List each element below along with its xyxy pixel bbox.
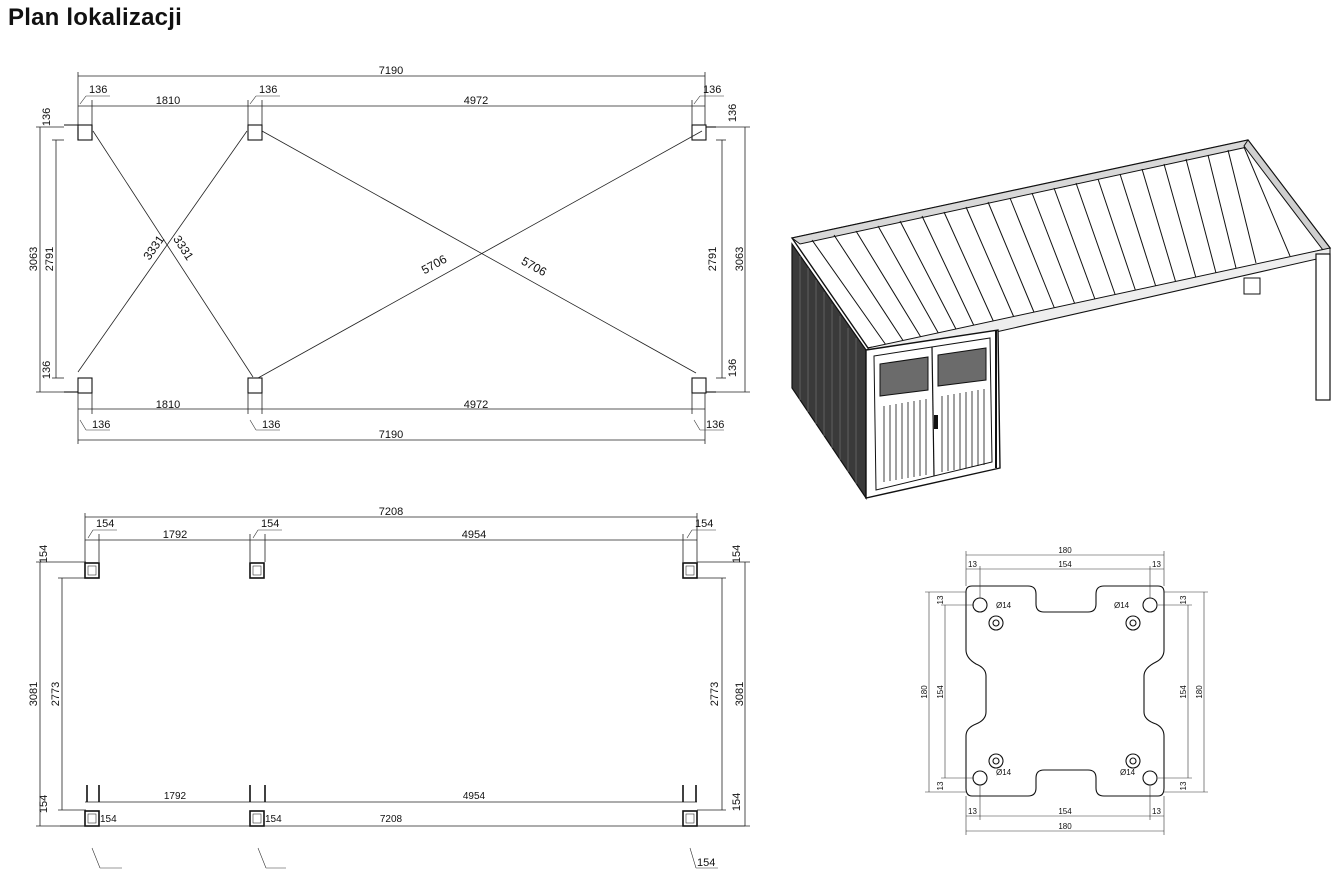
dim-label: 7190 <box>379 429 403 441</box>
dim-label: 136 <box>706 419 724 431</box>
page-title: Plan lokalizacji <box>8 4 182 31</box>
dim-label: 2791 <box>44 247 56 271</box>
dim-label: 13 <box>968 560 977 569</box>
dim-label: 154 <box>1058 560 1072 569</box>
dim-label: 154 <box>1179 685 1188 699</box>
dim-label: 3063 <box>734 247 746 271</box>
dimension-bottom-top: 1810 4972 7190 136 136 136 <box>77 393 724 444</box>
dim-label: 136 <box>259 84 277 96</box>
diag-label: 5706 <box>519 254 549 279</box>
hole-label: Ø14 <box>1114 601 1130 610</box>
dimension-depth-right-top: 3063 2791 136 136 <box>707 104 750 393</box>
dim-label: 1810 <box>156 95 180 107</box>
dim-label: 1792 <box>164 791 187 802</box>
dim-label: 13 <box>936 781 945 790</box>
dimension-depth-left-top: 3063 2791 136 136 <box>28 108 64 393</box>
top-plan: 7190 1810 4972 136 136 136 <box>28 65 750 444</box>
dim-label: 154 <box>38 795 50 813</box>
dim-label: 180 <box>1195 685 1204 699</box>
dim-label: 136 <box>41 108 53 126</box>
dim-label: 13 <box>1152 807 1161 816</box>
dimension-overall-width-top: 7190 <box>77 65 706 125</box>
dim-label: 3081 <box>734 682 746 706</box>
dim-label: 4954 <box>463 791 486 802</box>
dim-label: 136 <box>703 84 721 96</box>
dim-label: 154 <box>38 545 50 563</box>
dim-label: 4954 <box>462 529 486 541</box>
dim-label: 180 <box>1058 822 1072 831</box>
dim-label: 7208 <box>380 814 403 825</box>
dim-label: 154 <box>697 857 715 869</box>
dim-label: 180 <box>920 685 929 699</box>
diagonals-top: 3331 3331 5706 5706 <box>77 130 703 379</box>
dimension-spans-bottom: 1792 4954 154 154 154 <box>85 518 716 562</box>
dim-label: 4972 <box>464 399 488 411</box>
dim-label: 13 <box>1179 595 1188 604</box>
dim-label: 154 <box>1058 807 1072 816</box>
dim-label: 154 <box>100 814 117 825</box>
dim-label: 180 <box>1058 546 1072 555</box>
dim-label: 136 <box>262 419 280 431</box>
dim-label: 1792 <box>163 529 187 541</box>
dimension-spans-top: 1810 4972 136 136 136 <box>78 84 724 125</box>
posts-bottom <box>84 562 698 827</box>
dim-label: 13 <box>936 595 945 604</box>
dim-label: 13 <box>1152 560 1161 569</box>
dim-label: 154 <box>261 518 279 530</box>
hole-label: Ø14 <box>996 601 1012 610</box>
dim-label: 136 <box>89 84 107 96</box>
dim-label: 13 <box>968 807 977 816</box>
dim-label: 3081 <box>28 682 40 706</box>
dim-label: 136 <box>92 419 110 431</box>
hole-label: Ø14 <box>1120 768 1136 777</box>
diag-label: 3331 <box>140 232 167 262</box>
dimension-overall-width-bottom: 7208 <box>84 506 698 562</box>
dim-label: 136 <box>727 104 739 122</box>
dim-label: 154 <box>695 518 713 530</box>
dimension-depth-right-bottom: 3081 2773 154 154 <box>697 545 750 827</box>
dim-label: 154 <box>265 814 282 825</box>
dim-label: 154 <box>731 545 743 563</box>
dim-label: 154 <box>96 518 114 530</box>
dim-label: 13 <box>1179 781 1188 790</box>
diag-label: 5706 <box>419 252 449 277</box>
dim-label: 2791 <box>707 247 719 271</box>
diag-label: 3331 <box>170 233 196 263</box>
dim-label: 7190 <box>379 65 403 77</box>
posts-top <box>64 124 716 394</box>
dim-label: 2773 <box>50 682 62 706</box>
dimension-bottom-bottom: 1792 4954 7208 154 154 154 <box>60 785 745 869</box>
dim-label: 136 <box>41 361 53 379</box>
pergola-with-shed-icon <box>790 139 1332 500</box>
dim-label: 3063 <box>28 247 40 271</box>
dim-label: 2773 <box>709 682 721 706</box>
dimension-depth-left-bottom: 3081 2773 154 154 <box>28 545 86 827</box>
base-plate-detail: Ø14 Ø14 Ø14 Ø14 180 154 13 13 154 180 13… <box>920 546 1208 835</box>
dim-label: 154 <box>936 685 945 699</box>
bottom-plan: 7208 1792 4954 154 154 154 <box>28 506 750 869</box>
dim-label: 4972 <box>464 95 488 107</box>
dim-label: 1810 <box>156 399 180 411</box>
dim-label: 136 <box>727 359 739 377</box>
dim-label: 7208 <box>379 506 403 518</box>
hole-label: Ø14 <box>996 768 1012 777</box>
dim-label: 154 <box>731 793 743 811</box>
